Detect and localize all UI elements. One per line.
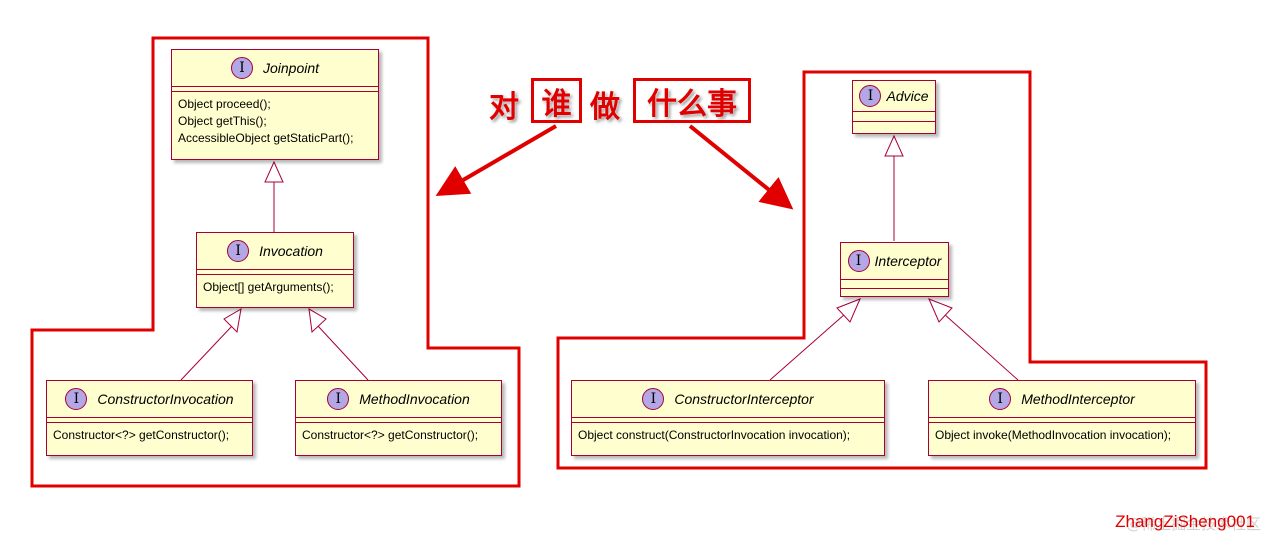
interface-badge-icon: I [642, 388, 665, 410]
interceptor-header: I Interceptor [841, 243, 948, 280]
interface-badge-icon: I [227, 240, 250, 262]
who-arrow [435, 124, 558, 197]
right-group-outline [556, 70, 1208, 470]
interface-badge-icon: I [989, 388, 1012, 410]
constructor-invocation-interface[interactable]: I ConstructorInvocation Constructor<?> g… [46, 380, 253, 456]
method-item: Object construct(ConstructorInvocation i… [578, 428, 851, 442]
joinpoint-attributes [172, 87, 378, 92]
invocation-inherit-arrowhead-left [223, 308, 242, 334]
method-invocation-attributes [296, 418, 501, 423]
advice-inherit-arrowhead [884, 134, 904, 157]
title-part-to: 对 [489, 90, 519, 125]
invocation-header: I Invocation [197, 233, 353, 270]
method-item: Object[] getArguments(); [203, 280, 334, 294]
interface-badge-icon: I [847, 250, 870, 272]
interceptor-inherit-arrowhead-right [928, 298, 953, 323]
method-interceptor-attributes [929, 418, 1195, 423]
invocation-attributes [197, 270, 353, 275]
joinpoint-methods: Object proceed(); Object getThis(); Acce… [172, 92, 378, 151]
method-item: Constructor<?> getConstructor(); [302, 428, 479, 442]
method-item: Object invoke(MethodInvocation invocatio… [935, 428, 1172, 442]
constructor-invocation-methods: Constructor<?> getConstructor(); [47, 423, 252, 448]
method-interceptor-name: MethodInterceptor [1021, 391, 1135, 407]
constructor-invocation-header: I ConstructorInvocation [47, 381, 252, 418]
joinpoint-header: I Joinpoint [172, 50, 378, 87]
method-invocation-header: I MethodInvocation [296, 381, 501, 418]
advice-interface[interactable]: I Advice [852, 80, 936, 134]
left-group-outline [30, 36, 521, 488]
advice-header: I Advice [853, 81, 935, 112]
method-invocation-methods: Constructor<?> getConstructor(); [296, 423, 501, 448]
invocation-methods: Object[] getArguments(); [197, 275, 353, 300]
constructor-interceptor-methods: Object construct(ConstructorInvocation i… [572, 423, 884, 448]
joinpoint-inherit-arrowhead [264, 160, 284, 183]
constructor-interceptor-name: ConstructorInterceptor [674, 391, 814, 407]
method-invocation-interface[interactable]: I MethodInvocation Constructor<?> getCon… [295, 380, 502, 456]
title-part-do: 做 [590, 90, 620, 125]
advice-attributes [853, 112, 935, 122]
interceptor-attributes [841, 280, 948, 289]
interface-badge-icon: I [859, 85, 882, 107]
method-interceptor-header: I MethodInterceptor [929, 381, 1195, 418]
interface-badge-icon: I [327, 388, 350, 410]
author-watermark: ZhangZiSheng001 [1115, 512, 1255, 531]
method-item: Object getThis(); [178, 114, 267, 128]
method-item: Object proceed(); [178, 97, 271, 111]
title-part-who: 谁 [541, 86, 572, 122]
method-interceptor-interface[interactable]: I MethodInterceptor Object invoke(Method… [928, 380, 1196, 456]
constructor-interceptor-extends-line [769, 313, 846, 381]
constructor-invocation-name: ConstructorInvocation [97, 391, 234, 407]
interceptor-interface[interactable]: I Interceptor [840, 242, 949, 297]
method-invocation-name: MethodInvocation [359, 391, 470, 407]
invocation-inherit-arrowhead-right [308, 308, 327, 334]
what-highlight-box: 什么事 [633, 78, 751, 123]
constructor-interceptor-attributes [572, 418, 884, 423]
title-part-what: 什么事 [647, 86, 737, 122]
interceptor-name: Interceptor [874, 253, 942, 269]
who-highlight-box: 谁 [531, 78, 582, 123]
invocation-name: Invocation [259, 243, 323, 259]
constructor-invocation-extends-line [180, 325, 233, 381]
constructor-interceptor-header: I ConstructorInterceptor [572, 381, 884, 418]
interceptor-inherit-arrowhead-left [836, 298, 861, 323]
method-interceptor-extends-line [943, 313, 1019, 381]
interface-badge-icon: I [230, 57, 253, 79]
what-arrow [688, 124, 794, 210]
constructor-interceptor-interface[interactable]: I ConstructorInterceptor Object construc… [571, 380, 885, 456]
invocation-interface[interactable]: I Invocation Object[] getArguments(); [196, 232, 354, 308]
method-invocation-extends-line [317, 325, 369, 381]
joinpoint-name: Joinpoint [262, 60, 320, 76]
method-item: AccessibleObject getStaticPart(); [178, 131, 354, 145]
method-item: Constructor<?> getConstructor(); [53, 428, 230, 442]
platform-watermark: @稀土掘金技术社区 [1125, 515, 1261, 533]
interface-badge-icon: I [65, 388, 88, 410]
joinpoint-interface[interactable]: I Joinpoint Object proceed(); Object get… [171, 49, 379, 160]
constructor-invocation-attributes [47, 418, 252, 423]
method-interceptor-methods: Object invoke(MethodInvocation invocatio… [929, 423, 1195, 448]
advice-name: Advice [886, 88, 929, 104]
